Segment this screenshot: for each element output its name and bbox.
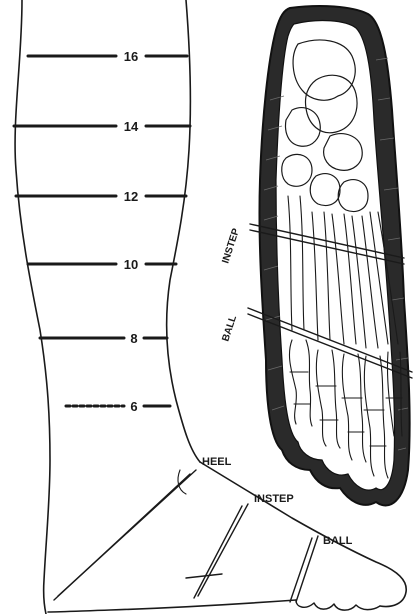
- sole-instep-label: INSTEP: [220, 227, 242, 265]
- foot-measurement-lines: [54, 470, 318, 602]
- leg-mark-14: 14: [124, 119, 139, 134]
- leg-mark-8: 8: [130, 331, 137, 346]
- instep-label: INSTEP: [254, 493, 294, 505]
- leg-mark-16: 16: [124, 49, 138, 64]
- heel-label: HEEL: [202, 456, 232, 468]
- leg-measurement-lines: [14, 56, 190, 406]
- leg-mark-10: 10: [124, 257, 138, 272]
- foot-sole: INSTEP BALL: [220, 6, 412, 505]
- ball-label: BALL: [323, 535, 353, 547]
- sole-ball-label: BALL: [220, 314, 239, 343]
- instep-line: [198, 504, 248, 596]
- ball-line: [296, 536, 318, 602]
- leg-measurement-labels: 16 14 12 10 8 6: [124, 49, 139, 414]
- leg-mark-6: 6: [130, 399, 137, 414]
- leg-mark-12: 12: [124, 189, 138, 204]
